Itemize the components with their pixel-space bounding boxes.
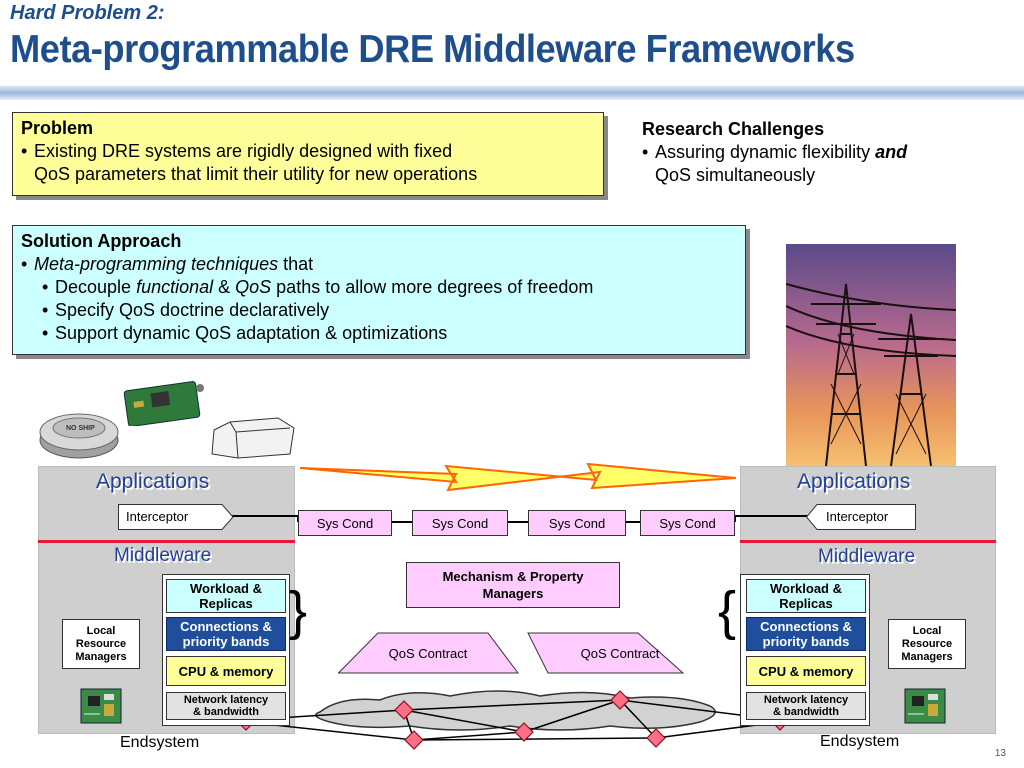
research-bullet: Assuring dynamic flexibility and QoS sim…	[642, 141, 1012, 187]
right-workload-line1: Workload &	[770, 581, 842, 596]
slide-kicker: Hard Problem 2:	[10, 2, 165, 24]
research-challenges: Research Challenges Assuring dynamic fle…	[642, 118, 1012, 187]
decouple-text: Decouple	[55, 277, 137, 297]
mechanism-property-managers: Mechanism & Property Managers	[406, 562, 620, 608]
left-workload-line2: Replicas	[199, 596, 253, 611]
page-number: 13	[994, 748, 1006, 759]
problem-bullet-line1: Existing DRE systems are rigidly designe…	[34, 141, 453, 161]
left-brace: }	[289, 581, 308, 641]
qos-contract-1: QoS Contract	[388, 646, 468, 661]
ampersand-text: &	[213, 277, 236, 297]
functional-emphasis: functional	[136, 277, 214, 297]
right-brace: {	[718, 581, 737, 641]
solution-subbullet-support: Support dynamic QoS adaptation & optimiz…	[21, 322, 737, 345]
right-lrm-line2: Resource	[901, 637, 953, 650]
left-workload-replicas: Workload &Replicas	[166, 579, 286, 613]
router-diamond-icon	[514, 722, 534, 742]
left-circuit-board-icon	[80, 688, 122, 724]
left-applications-label: Applications	[96, 470, 210, 493]
left-cpu-memory: CPU & memory	[166, 656, 286, 686]
left-network-line2: & bandwidth	[193, 706, 259, 718]
paths-text: paths to allow more degrees of freedom	[271, 277, 594, 297]
right-layer-divider	[740, 540, 996, 543]
research-bullet-emphasis: and	[875, 142, 908, 162]
left-network-latency: Network latency& bandwidth	[166, 692, 286, 720]
router-diamond-icon	[404, 730, 424, 750]
right-lrm-line3: Managers	[901, 650, 953, 663]
research-bullet-line1: Assuring dynamic flexibility and	[655, 141, 1012, 164]
left-connections-priority: Connections &priority bands	[166, 617, 286, 651]
qos-contract-shapes	[338, 632, 685, 674]
qos-contract-2: QoS Contract	[580, 646, 660, 661]
solution-heading: Solution Approach	[21, 231, 182, 251]
sensor-enclosure-icon	[211, 417, 295, 459]
title-underline-bar	[0, 86, 1024, 100]
left-connections-line2: priority bands	[182, 634, 270, 649]
sys-cond-3: Sys Cond	[528, 510, 626, 536]
router-diamond-icon	[646, 728, 666, 748]
slide-title: Meta-programmable DRE Middleware Framewo…	[10, 28, 855, 71]
left-connections-line1: Connections &	[180, 619, 272, 634]
network-cloud-icon	[315, 690, 716, 731]
solution-subbullet-specify: Specify QoS doctrine declaratively	[21, 299, 737, 322]
right-middleware-label: Middleware	[818, 546, 916, 567]
sensor-device-label: NO SHIP	[66, 425, 95, 432]
sys-cond-4: Sys Cond	[640, 510, 735, 536]
solution-bullet-text: that	[278, 254, 314, 274]
sys-cond-1: Sys Cond	[298, 510, 392, 536]
right-workload-line2: Replicas	[779, 596, 833, 611]
right-workload-replicas: Workload &Replicas	[746, 579, 866, 613]
left-interceptor-shape	[118, 504, 234, 530]
right-connections-line2: priority bands	[762, 634, 850, 649]
right-network-line1: Network latency	[763, 694, 849, 706]
circuit-board-icon	[123, 381, 204, 426]
problem-bullet: Existing DRE systems are rigidly designe…	[21, 140, 595, 186]
left-layer-divider	[38, 540, 295, 543]
left-lrm-line1: Local	[86, 624, 116, 637]
sys-cond-2: Sys Cond	[412, 510, 508, 536]
left-network-line1: Network latency	[183, 694, 269, 706]
left-lrm-line2: Resource	[75, 637, 127, 650]
problem-bullet-line2: QoS parameters that limit their utility …	[34, 164, 478, 184]
sensor-device-icon	[39, 413, 119, 459]
right-endsystem-label: Endsystem	[820, 733, 900, 750]
right-interceptor-label: Interceptor	[826, 509, 889, 524]
right-lrm-line1: Local	[912, 624, 942, 637]
problem-heading: Problem	[21, 118, 94, 138]
right-circuit-board-icon	[904, 688, 946, 724]
left-middleware-label: Middleware	[114, 545, 212, 566]
right-cpu-memory: CPU & memory	[746, 656, 866, 686]
mechanism-line1: Mechanism & Property	[442, 569, 584, 584]
qos-emphasis: QoS	[235, 277, 272, 297]
right-applications-label: Applications	[797, 470, 911, 493]
lightning-bolt-icon	[299, 462, 737, 492]
left-endsystem-label: Endsystem	[120, 734, 200, 751]
router-diamond-icon	[610, 690, 630, 710]
left-workload-line1: Workload &	[190, 581, 262, 596]
solution-subbullet-decouple: Decouple functional & QoS paths to allow…	[21, 276, 737, 299]
problem-box: Problem Existing DRE systems are rigidly…	[12, 112, 604, 196]
mechanism-line2: Managers	[482, 586, 544, 601]
right-connections-line1: Connections &	[760, 619, 852, 634]
right-network-line2: & bandwidth	[773, 706, 839, 718]
left-lrm-line3: Managers	[75, 650, 127, 663]
right-interceptor-shape	[806, 504, 916, 530]
router-diamond-icon	[394, 700, 414, 720]
solution-box: Solution Approach Meta-programming techn…	[12, 225, 746, 355]
left-interceptor-label: Interceptor	[126, 509, 189, 524]
research-heading: Research Challenges	[642, 119, 825, 139]
right-connections-priority: Connections &priority bands	[746, 617, 866, 651]
research-bullet-text: Assuring dynamic flexibility	[655, 142, 876, 162]
power-towers-image	[786, 244, 956, 466]
solution-bullet-emphasis: Meta-programming techniques	[34, 254, 279, 274]
solution-bullet: Meta-programming techniques that	[21, 253, 737, 276]
research-bullet-line2: QoS simultaneously	[655, 165, 816, 185]
right-network-latency: Network latency& bandwidth	[746, 692, 866, 720]
